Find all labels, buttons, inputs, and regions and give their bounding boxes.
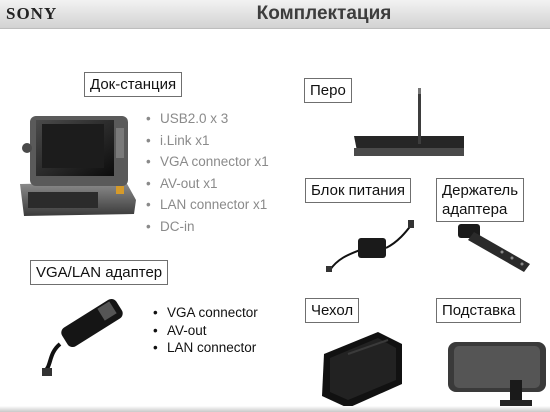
stylus-label: Перо — [304, 78, 352, 103]
dock-feature: DC-in — [146, 216, 269, 238]
stand-image — [448, 342, 546, 406]
adapter-holder-label: Держатель адаптера — [436, 178, 525, 222]
dock-feature: VGA connector x1 — [146, 151, 269, 173]
vga-lan-adapter-image — [42, 298, 123, 376]
dock-feature: USB2.0 x 3 — [146, 108, 269, 130]
sony-logo: SONY — [6, 4, 58, 23]
slide-title: Комплектация — [256, 3, 392, 24]
dock-station-label: Док-станция — [84, 72, 183, 97]
power-supply-label: Блок питания — [305, 178, 411, 203]
slide-footer — [0, 406, 550, 412]
vga-lan-adapter-label: VGA/LAN адаптер — [30, 260, 169, 285]
adapter-feature-list: VGA connector AV-out LAN connector — [153, 304, 258, 357]
adapter-holder-image — [458, 224, 530, 272]
adapter-feature: LAN connector — [153, 339, 258, 357]
power-supply-image — [326, 220, 414, 272]
dock-feature: LAN connector x1 — [146, 194, 269, 216]
adapter-holder-label-line1: Держатель — [442, 182, 519, 199]
case-image — [322, 332, 402, 408]
adapter-holder-label-line2: адаптера — [442, 201, 508, 218]
dock-station-image — [20, 116, 136, 216]
slide-header: SONY Комплектация — [0, 0, 550, 29]
dock-feature: AV-out x1 — [146, 173, 269, 195]
case-label: Чехол — [305, 298, 360, 323]
dock-feature-list: USB2.0 x 3 i.Link x1 VGA connector x1 AV… — [146, 108, 269, 237]
adapter-feature: AV-out — [153, 322, 258, 340]
stand-label: Подставка — [436, 298, 522, 323]
dock-feature: i.Link x1 — [146, 130, 269, 152]
stylus-image — [354, 88, 464, 156]
adapter-feature: VGA connector — [153, 304, 258, 322]
